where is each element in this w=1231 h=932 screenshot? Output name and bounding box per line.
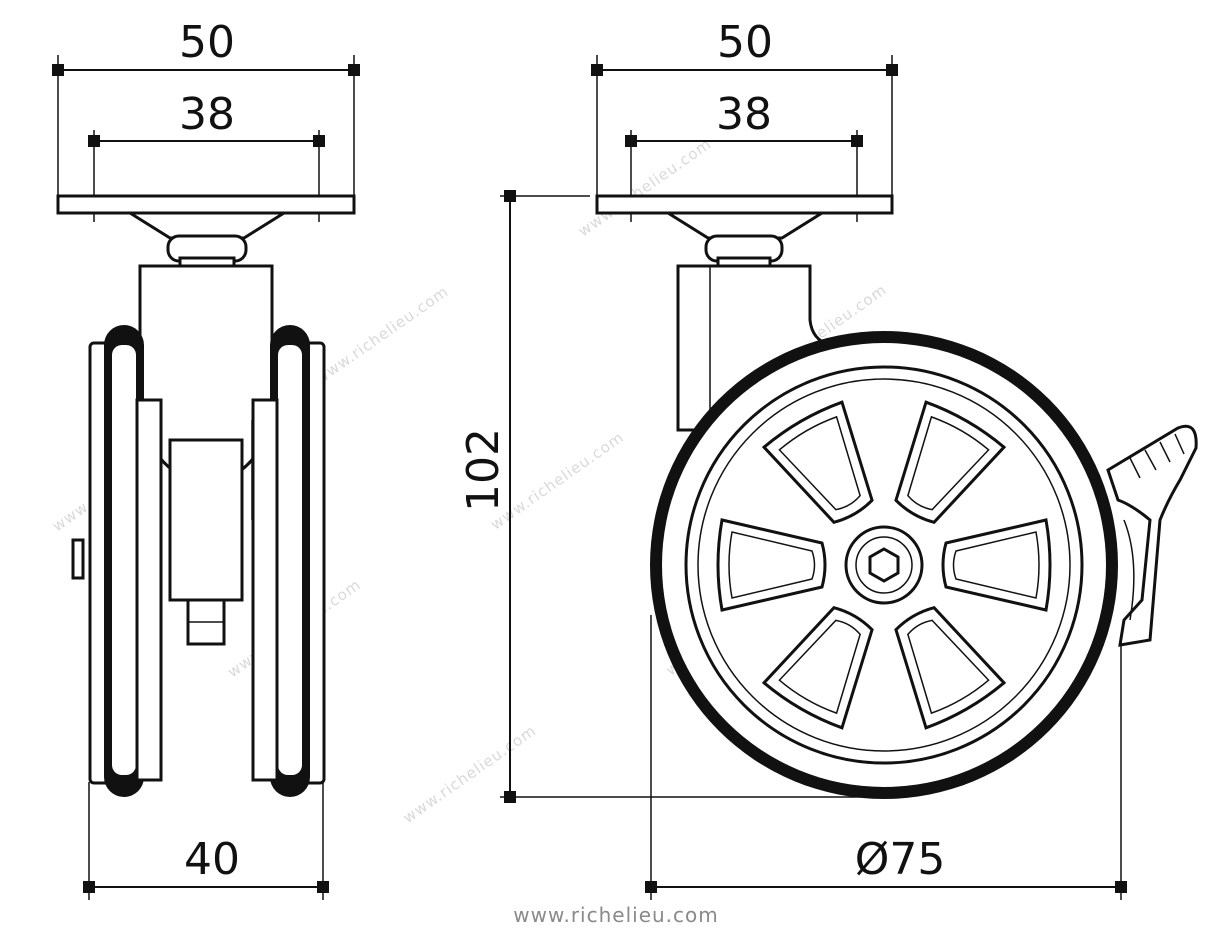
front-plate-stem — [662, 211, 828, 240]
watermark-text: www.richelieu.com — [400, 721, 540, 827]
front-dim-diameter: Ø75 — [645, 615, 1127, 900]
front-dim-50-label: 50 — [717, 17, 773, 68]
spoke-window — [761, 400, 874, 524]
spoke-window — [894, 606, 1007, 730]
front-dim-102-label: 102 — [458, 428, 509, 512]
footer-url: www.richelieu.com — [513, 903, 719, 927]
watermark-text: www.richelieu.com — [312, 282, 452, 388]
brake-lever-icon — [1106, 424, 1198, 647]
hex-socket-icon — [868, 547, 900, 583]
wheel-spokes — [716, 400, 1052, 730]
front-mounting-plate — [595, 194, 894, 215]
side-right-wheel-face — [251, 398, 279, 782]
front-dim-50: 50 — [591, 17, 898, 195]
spoke-window — [894, 400, 1007, 524]
front-dim-38: 38 — [625, 89, 863, 222]
side-view: 50 38 — [52, 17, 360, 900]
side-left-wheel-face — [135, 398, 163, 782]
side-dim-50: 50 — [52, 17, 360, 195]
front-wheel — [650, 331, 1118, 799]
side-left-cap — [71, 538, 85, 580]
side-dim-40-label: 40 — [184, 834, 240, 885]
side-dim-38-label: 38 — [179, 89, 235, 140]
side-dim-50-label: 50 — [179, 17, 235, 68]
side-dim-38: 38 — [88, 89, 325, 222]
spoke-window — [716, 518, 827, 612]
front-dim-102: 102 — [458, 190, 860, 803]
spoke-window — [941, 518, 1052, 612]
front-view: 50 38 102 — [458, 17, 1198, 900]
side-plate-stem — [124, 211, 290, 240]
side-mounting-plate — [56, 194, 356, 215]
side-dim-40: 40 — [83, 782, 329, 900]
front-dim-diameter-label: Ø75 — [855, 834, 946, 885]
front-dim-38-label: 38 — [716, 89, 772, 140]
side-fork-lower — [168, 438, 244, 602]
spoke-window — [761, 606, 874, 730]
